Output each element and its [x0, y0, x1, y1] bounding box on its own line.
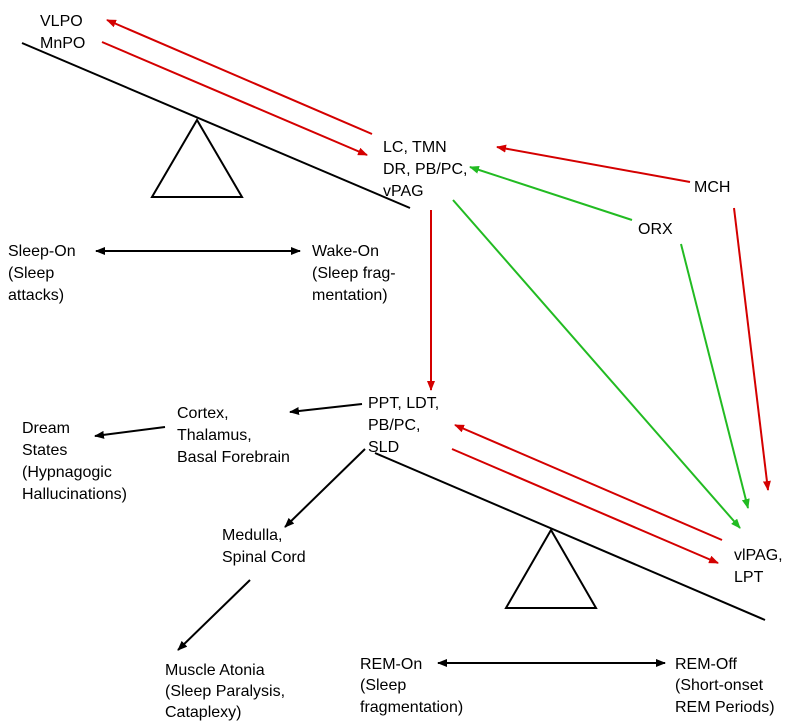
seesaw-fulcrum	[504, 527, 598, 609]
label-line: Cataplexy)	[165, 704, 241, 721]
label-line: Spinal Cord	[222, 549, 306, 566]
label-line: Medulla,	[222, 527, 282, 544]
label-line: Cortex,	[177, 405, 229, 422]
edge-lc-to-vlpo	[106, 19, 373, 135]
edge-orx-to-lc	[469, 165, 633, 221]
label-line: PPT, LDT,	[368, 395, 439, 412]
edge-mch-to-lc	[496, 144, 691, 183]
node-lc: LC, TMN DR, PB/PC, vPAG	[383, 139, 467, 200]
label-line: MCH	[694, 179, 730, 196]
label-line: vlPAG,	[734, 547, 783, 564]
label-line: PB/PC,	[368, 417, 420, 434]
label-line: REM-On	[360, 656, 422, 673]
label-line: vPAG	[383, 183, 424, 200]
label-line: Dream	[22, 420, 70, 437]
label-line: Wake-On	[312, 243, 379, 260]
node-orx: ORX	[638, 221, 673, 238]
edge-orx-to-vlpag	[680, 243, 750, 509]
edge-mch-to-vlpag	[733, 207, 771, 491]
label-line: fragmentation)	[360, 699, 463, 716]
node-rem-on: REM-On (Sleep fragmentation)	[360, 656, 463, 716]
label-line: LC, TMN	[383, 139, 447, 156]
node-vlpo: VLPO MnPO	[40, 13, 85, 52]
label-line: REM-Off	[675, 656, 737, 673]
node-medulla: Medulla, Spinal Cord	[222, 527, 306, 566]
label-line: ORX	[638, 221, 673, 238]
seesaw-beam	[21, 42, 411, 209]
edge-ppt-to-vlpag	[451, 448, 719, 564]
label-line: States	[22, 442, 67, 459]
label-line: (Hypnagogic	[22, 464, 112, 481]
label-line: Basal Forebrain	[177, 449, 290, 466]
label-line: Sleep-On	[8, 243, 76, 260]
label-line: Hallucinations)	[22, 486, 127, 503]
label-line: MnPO	[40, 35, 85, 52]
label-line: (Sleep	[8, 265, 54, 282]
label-line: (Sleep Paralysis,	[165, 683, 285, 700]
label-line: Muscle Atonia	[165, 662, 265, 679]
node-ppt: PPT, LDT, PB/PC, SLD	[368, 395, 439, 456]
label-line: REM Periods)	[675, 699, 775, 716]
edge-cortex-to-dream	[94, 426, 166, 439]
label-line: mentation)	[312, 287, 388, 304]
edge-ppt-to-medulla	[284, 448, 366, 528]
label-line: LPT	[734, 569, 764, 586]
edge-lc-to-vlpag	[452, 199, 741, 529]
label-line: VLPO	[40, 13, 83, 30]
node-cortex: Cortex, Thalamus, Basal Forebrain	[177, 405, 290, 466]
wake-sleep-seesaw	[21, 42, 411, 209]
node-atonia: Muscle Atonia (Sleep Paralysis, Cataplexy)	[165, 662, 285, 721]
label-line: SLD	[368, 439, 399, 456]
edge-vlpag-to-ppt	[454, 424, 723, 541]
seesaw-beam	[374, 452, 766, 621]
node-vlpag: vlPAG, LPT	[734, 547, 783, 586]
seesaw-fulcrum	[150, 118, 244, 198]
rem-seesaw	[374, 452, 766, 621]
edge-vlpo-to-lc	[101, 41, 368, 156]
label-line: (Sleep frag-	[312, 265, 396, 282]
label-line: Thalamus,	[177, 427, 252, 444]
label-line: (Short-onset	[675, 677, 764, 694]
label-line: attacks)	[8, 287, 64, 304]
edge-medulla-to-atonia	[177, 579, 251, 651]
label-line: (Sleep	[360, 677, 406, 694]
label-line: DR, PB/PC,	[383, 161, 467, 178]
node-mch: MCH	[694, 179, 730, 196]
node-sleep-on: Sleep-On (Sleep attacks)	[8, 243, 76, 304]
edge-ppt-to-cortex	[289, 403, 363, 415]
node-wake-on: Wake-On (Sleep frag-mentation)	[312, 243, 396, 304]
